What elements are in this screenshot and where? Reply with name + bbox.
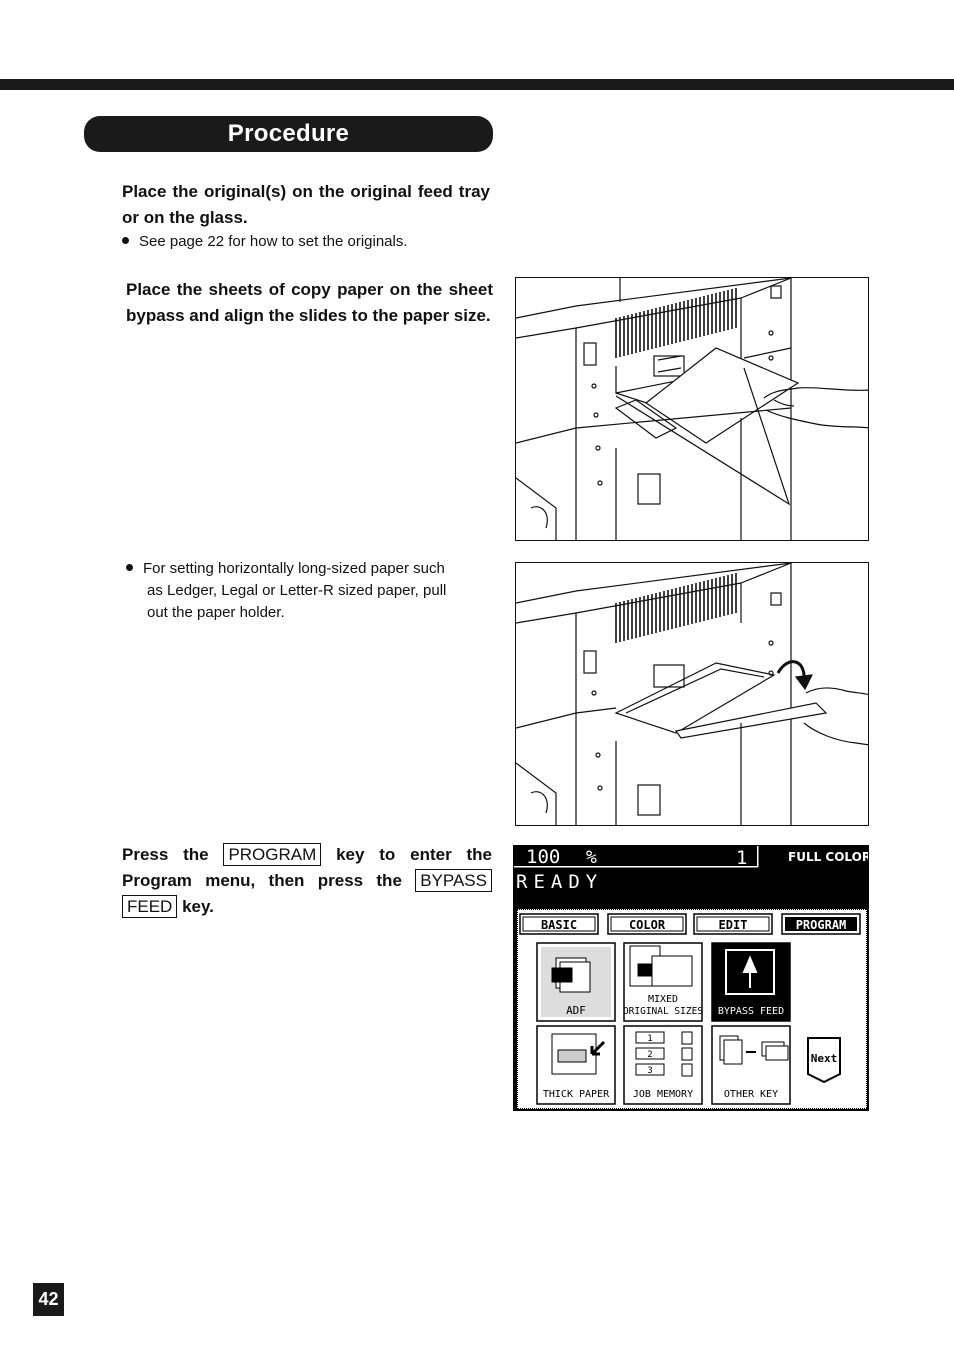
status-text: READY [516, 871, 603, 893]
color-mode: FULL COLOR [788, 850, 869, 864]
thick-paper-icon [551, 1033, 606, 1075]
svg-text:BASIC: BASIC [541, 918, 577, 932]
svg-text:EDIT: EDIT [719, 918, 748, 932]
step1-instruction: Place the original(s) on the original fe… [122, 182, 490, 227]
adf-icon [551, 957, 591, 993]
svg-text:BYPASS FEED: BYPASS FEED [718, 1006, 784, 1017]
paper-holder-illustration [515, 562, 869, 826]
adf-button[interactable]: ADF [536, 942, 616, 1022]
step2-instruction: Place the sheets of copy paper on the sh… [126, 280, 493, 325]
step3-note-line1: For setting horizontally long-sized pape… [143, 560, 445, 577]
page-number: 42 [33, 1283, 64, 1316]
step4-text-1: Press the [122, 845, 209, 864]
tab-basic[interactable]: BASIC [519, 913, 599, 935]
bypass-feed-key-label-b: FEED [122, 895, 178, 918]
svg-text:ADF: ADF [566, 1004, 586, 1017]
step4-text-3: key. [182, 897, 214, 916]
control-panel-screen: 100 % 1 FULL COLOR READY BASIC COLOR EDI… [513, 845, 869, 1111]
svg-text:OTHER KEY: OTHER KEY [724, 1089, 778, 1100]
step1-note: See page 22 for how to set the originals… [122, 231, 490, 253]
bypass-feed-icon [725, 949, 775, 995]
procedure-banner: Procedure [84, 116, 493, 152]
zoom-readout: 100 [526, 846, 560, 868]
svg-text:MIXED: MIXED [648, 994, 678, 1005]
step4-instruction: Press the PROGRAM key to enter the Progr… [122, 842, 492, 920]
bullet-icon [122, 236, 129, 244]
svg-text:JOB MEMORY: JOB MEMORY [633, 1089, 693, 1100]
svg-text:3: 3 [647, 1066, 652, 1076]
mixed-sizes-icon [629, 945, 693, 987]
step3-note-line3: out the paper holder. [147, 604, 285, 621]
bypass-feed-button[interactable]: BYPASS FEED [711, 942, 791, 1022]
svg-text:1: 1 [647, 1034, 652, 1044]
step3-note: For setting horizontally long-sized pape… [126, 558, 493, 624]
bullet-icon [126, 563, 133, 571]
job-memory-button[interactable]: 1 2 3 JOB MEMORY [623, 1025, 703, 1105]
percent-sign: % [586, 847, 597, 868]
thick-paper-button[interactable]: THICK PAPER [536, 1025, 616, 1105]
svg-text:ORIGINAL SIZES: ORIGINAL SIZES [623, 1006, 703, 1017]
tab-program[interactable]: PROGRAM [781, 913, 861, 935]
mixed-original-sizes-button[interactable]: MIXED ORIGINAL SIZES [623, 942, 703, 1022]
bypass-feed-key-label-a: BYPASS [415, 869, 492, 892]
svg-text:THICK PAPER: THICK PAPER [543, 1089, 610, 1100]
svg-text:2: 2 [647, 1050, 652, 1060]
svg-text:COLOR: COLOR [629, 918, 666, 932]
svg-text:PROGRAM: PROGRAM [796, 918, 847, 932]
step4-text-2: key to enter the Program menu, then pres… [122, 845, 492, 890]
other-key-icon [719, 1035, 789, 1065]
other-key-button[interactable]: OTHER KEY [711, 1025, 791, 1105]
tab-edit[interactable]: EDIT [693, 913, 773, 935]
step1-note-text: See page 22 for how to set the originals… [139, 233, 408, 250]
top-rule [0, 79, 954, 90]
next-button[interactable]: Next [807, 1037, 841, 1084]
tab-color[interactable]: COLOR [607, 913, 687, 935]
svg-text:Next: Next [811, 1052, 838, 1065]
program-key-label: PROGRAM [223, 843, 322, 866]
job-memory-icon: 1 2 3 [635, 1031, 693, 1077]
bypass-paper-illustration [515, 277, 869, 541]
copy-count: 1 [736, 847, 747, 869]
step3-note-line2: as Ledger, Legal or Letter-R sized paper… [147, 582, 447, 599]
